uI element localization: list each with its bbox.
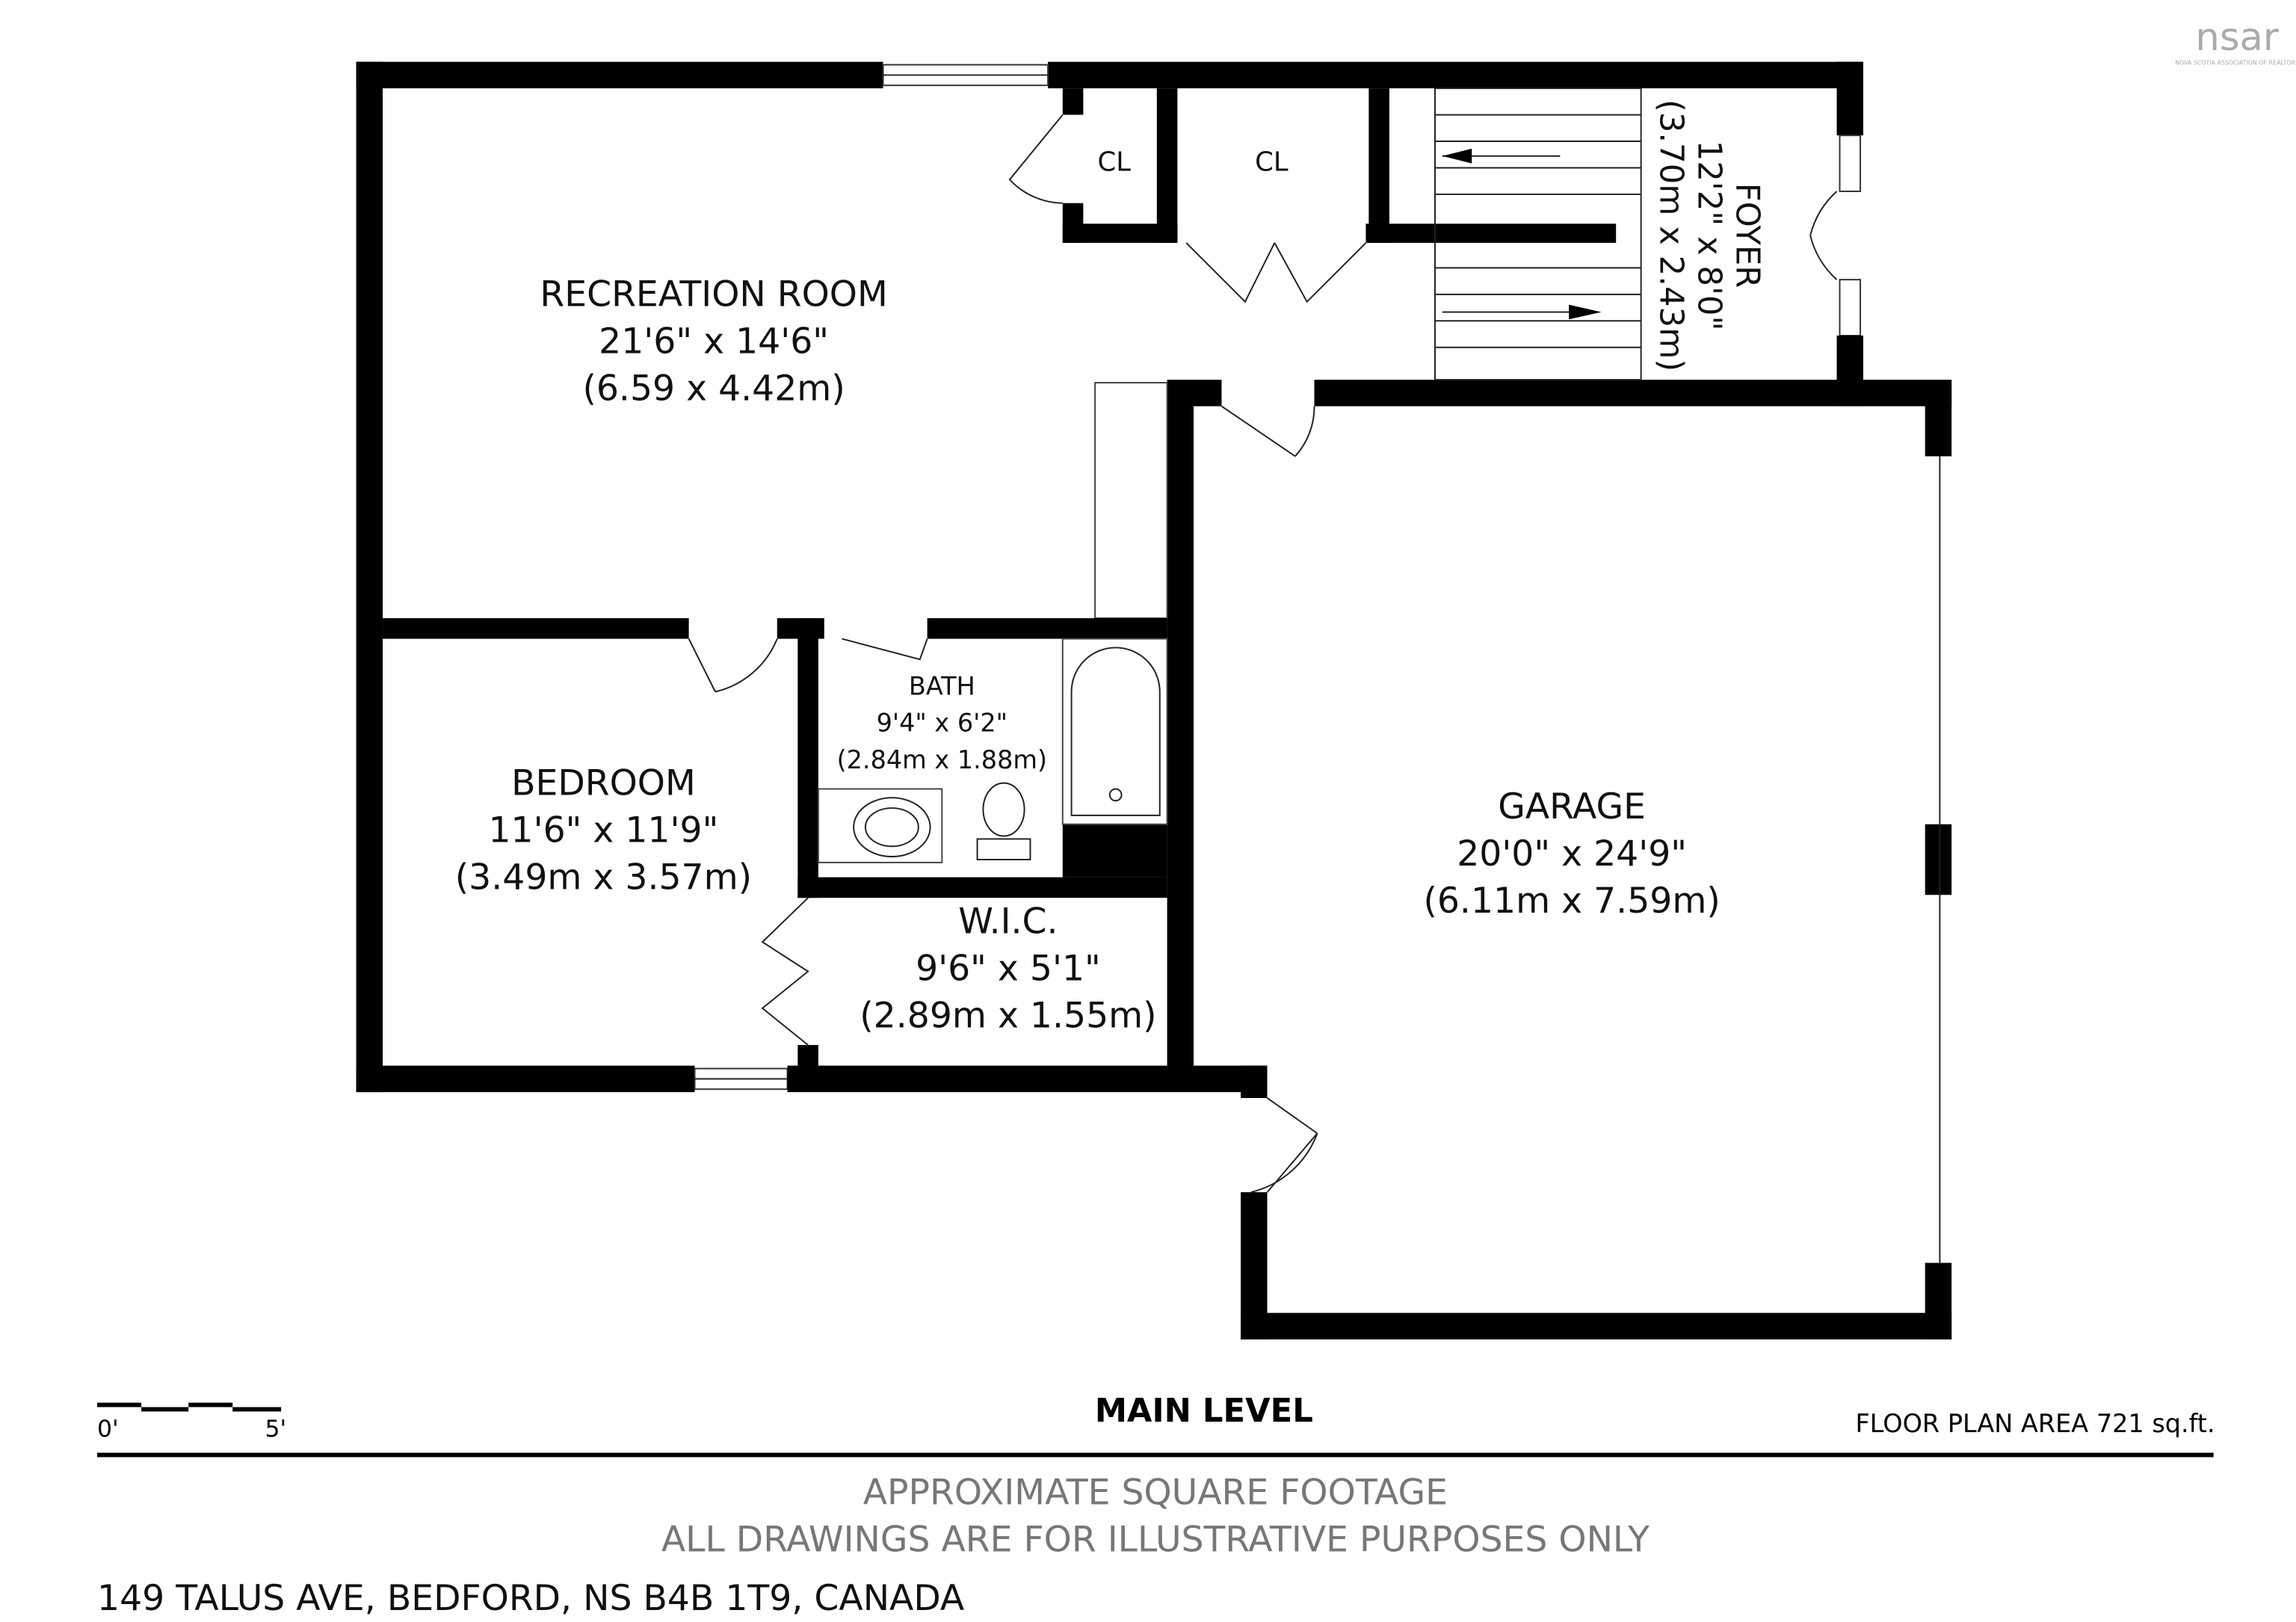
- room-name: BEDROOM: [511, 762, 696, 804]
- address: 149 TALUS AVE, BEDFORD, NS B4B 1T9, CANA…: [97, 1578, 964, 1619]
- room-dimensions: 9'6" x 5'1": [916, 948, 1101, 989]
- room-name: GARAGE: [1498, 786, 1646, 827]
- disclaimer-line2: ALL DRAWINGS ARE FOR ILLUSTRATIVE PURPOS…: [661, 1519, 1650, 1560]
- level-title: MAIN LEVEL: [1095, 1393, 1313, 1430]
- room-wic: W.I.C. 9'6" x 5'1" (2.89m x 1.55m): [860, 901, 1156, 1036]
- staircase: [1434, 87, 1642, 381]
- room-metric: (2.89m x 1.55m): [860, 995, 1156, 1036]
- closet-label: CL: [1255, 147, 1289, 177]
- closet-label: CL: [1097, 147, 1131, 177]
- room-metric: (6.11m x 7.59m): [1423, 881, 1720, 922]
- logo-subtitle: NOVA SCOTIA ASSOCIATION OF REALTORS: [2175, 60, 2296, 67]
- disclaimer-line1: APPROXIMATE SQUARE FOOTAGE: [863, 1472, 1448, 1513]
- room-name: BATH: [909, 671, 975, 700]
- divider: [97, 1452, 2214, 1458]
- room-bath: BATH 9'4" x 6'2" (2.84m x 1.88m): [837, 671, 1047, 774]
- room-bedroom: BEDROOM 11'6" x 11'9" (3.49m x 3.57m): [455, 762, 752, 898]
- nsar-logo: nsar NOVA SCOTIA ASSOCIATION OF REALTORS: [2175, 15, 2296, 67]
- room-dimensions: 9'4" x 6'2": [877, 709, 1007, 738]
- room-dimensions: 12'2" x 8'0": [1690, 141, 1727, 331]
- room-metric: (3.70m x 2.43m): [1652, 99, 1689, 371]
- room-name: RECREATION ROOM: [540, 274, 887, 315]
- room-metric: (3.49m x 3.57m): [455, 857, 752, 898]
- room-metric: (2.84m x 1.88m): [837, 745, 1047, 774]
- room-foyer: FOYER 12'2" x 8'0" (3.70m x 2.43m): [1652, 99, 1765, 371]
- room-dimensions: 21'6" x 14'6": [599, 321, 829, 363]
- room-dimensions: 20'0" x 24'9": [1457, 833, 1687, 875]
- room-name: W.I.C.: [958, 901, 1058, 942]
- room-name: FOYER: [1729, 183, 1766, 289]
- room-dimensions: 11'6" x 11'9": [489, 810, 719, 851]
- scale-bar: 0' 5': [97, 1402, 287, 1443]
- walls: [356, 61, 1952, 1339]
- room-metric: (6.59 x 4.42m): [582, 369, 845, 410]
- scale-start: 0': [97, 1416, 119, 1443]
- room-recreation: RECREATION ROOM 21'6" x 14'6" (6.59 x 4.…: [540, 274, 887, 410]
- scale-end: 5': [265, 1416, 287, 1443]
- floor-area: FLOOR PLAN AREA 721 sq.ft.: [1856, 1409, 2215, 1438]
- logo-text: nsar: [2195, 15, 2279, 60]
- room-garage: GARAGE 20'0" x 24'9" (6.11m x 7.59m): [1423, 786, 1720, 922]
